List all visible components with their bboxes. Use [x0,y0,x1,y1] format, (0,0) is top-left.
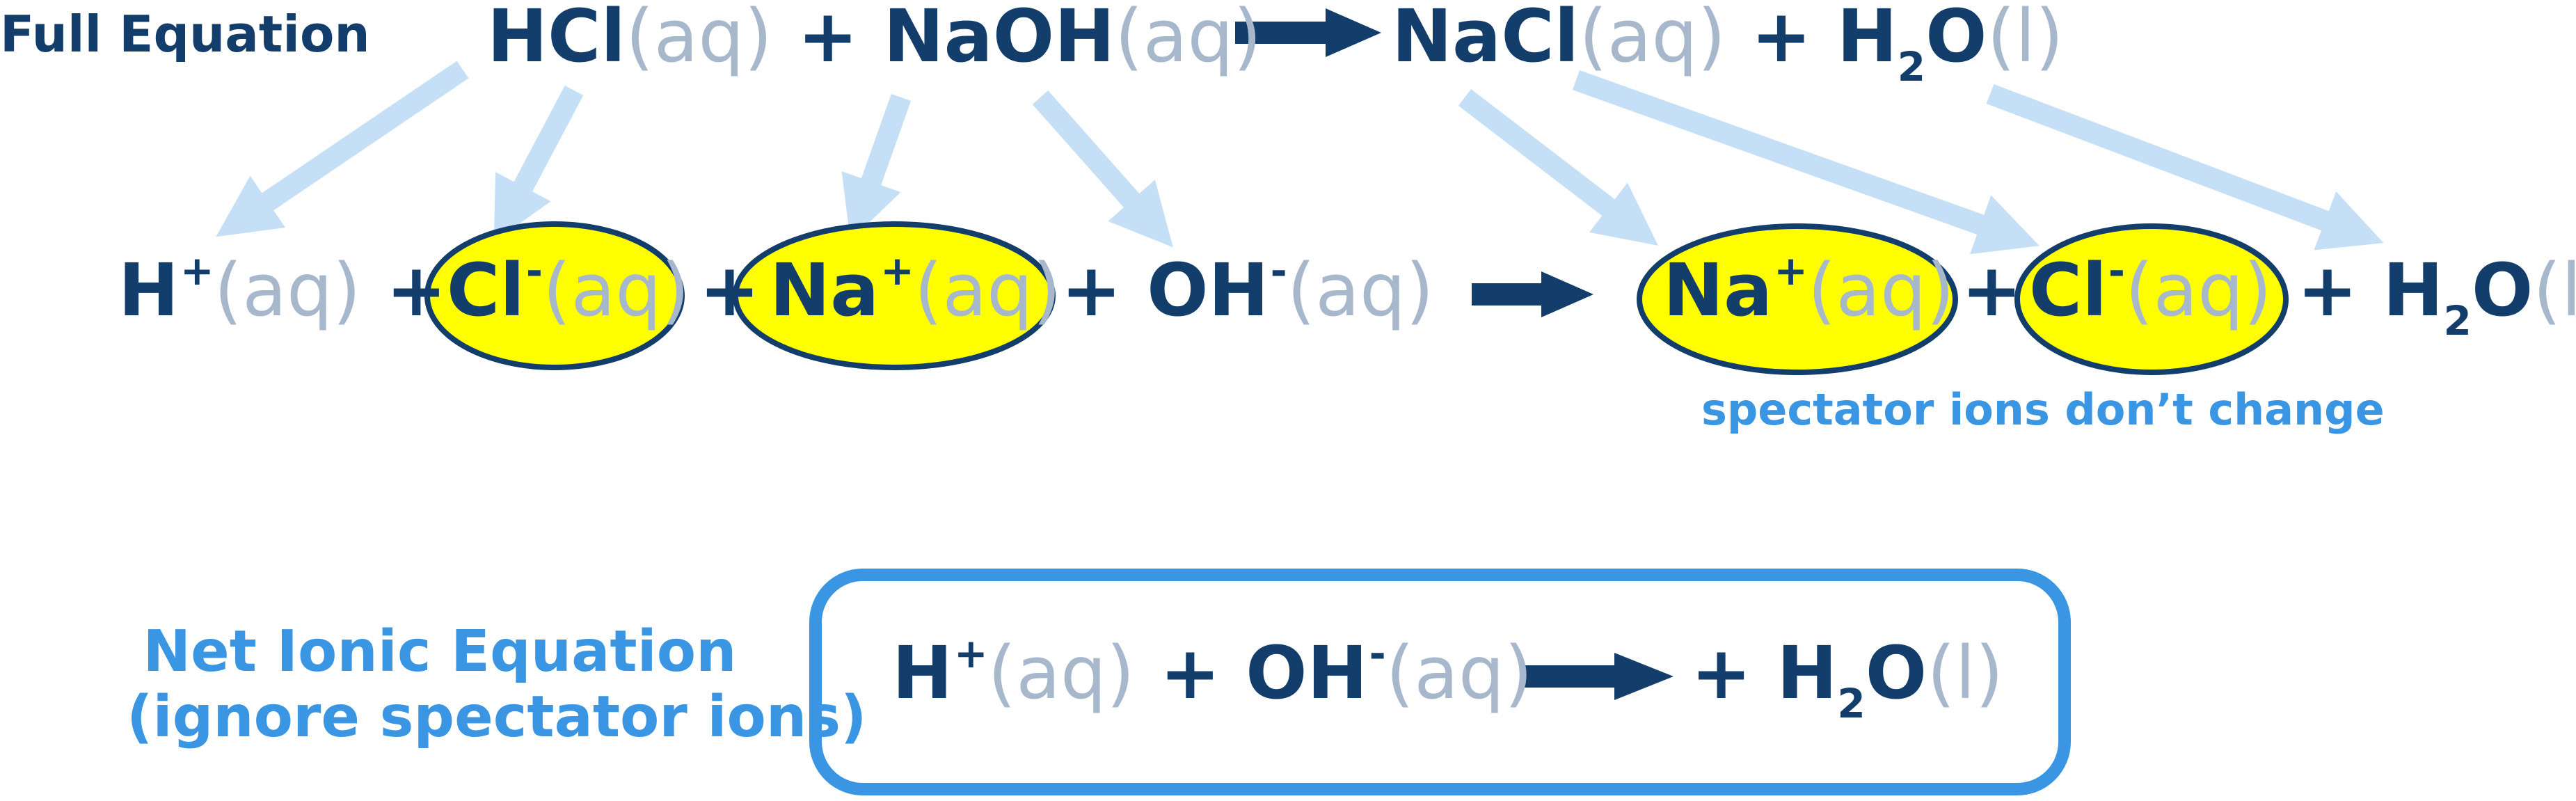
ion-oh: OH- [1147,248,1287,333]
ion-oh-symbol: OH [1147,248,1269,333]
water-h: H [2383,248,2444,333]
reactant-hcl: HCl [487,0,626,79]
ion-h-symbol: H [892,631,953,715]
water-subscript: 2 [1897,43,1926,90]
ion-na: Na+ [770,248,914,333]
spectator-ions-note: spectator ions don’t change [1701,384,2385,435]
water-o: O [1925,0,1987,79]
product-nacl: NaCl [1392,0,1580,79]
ionic-equation-reactants: H+(aq) +Cl-(aq)+Na+(aq)+ OH-(aq) [118,251,1434,326]
ion-oh-charge: - [1270,247,1287,294]
plus-sign: + [1060,248,1122,333]
ion-cl-charge: - [525,247,543,294]
state-aq: (aq) [1287,248,1434,333]
plus-sign: + [2297,248,2358,333]
plus-sign: + [797,0,859,79]
state-aq: (aq) [542,248,690,333]
arrow-hcl-to-cl [493,85,584,242]
ion-oh-symbol: OH [1246,631,1368,715]
ion-na: Na+ [1663,248,1808,333]
state-aq: (aq) [914,248,1061,333]
spectator-ellipse-na-left [733,221,1056,370]
spectator-ellipse-cl-right [2014,223,2289,375]
ion-h: H+ [118,248,214,333]
plus-sign: + [1961,248,2022,333]
net-ionic-subtitle: (ignore spectator ions) [127,684,867,751]
ion-cl-symbol: Cl [2028,248,2107,333]
state-aq: (aq) [1579,0,1726,79]
reaction-arrow-ionic [1472,271,1593,317]
water-h: H [1776,631,1838,715]
ion-cl-charge: - [2108,247,2125,294]
ion-na-charge: + [1774,247,1808,294]
ion-h: H+ [892,631,988,715]
state-aq: (aq) [214,248,361,333]
water: H2O [2383,248,2534,341]
full-equation-products: NaCl(aq) + H2O(l) [1392,0,2064,87]
plus-sign: + [1751,0,1812,79]
state-aq: (aq) [1115,0,1262,79]
water-o: O [1865,631,1927,715]
ion-cl: Cl- [447,248,543,333]
ionic-equation-products: Na+(aq)+Cl-(aq) + H2O(l) [1663,251,2576,341]
full-equation: HCl(aq) + NaOH(aq) [487,0,1262,72]
ion-cl: Cl- [2029,248,2125,333]
state-l: (l) [1987,0,2064,79]
plus-sign: + [1691,631,1752,715]
ion-na-symbol: Na [770,248,880,333]
ion-na-symbol: Na [1663,248,1773,333]
net-ionic-label: Net Ionic Equation (ignore spectator ion… [127,619,867,751]
water-h: H [1836,0,1898,79]
water-subscript: 2 [2443,297,2472,344]
arrow-nacl-to-na [1458,89,1658,246]
ion-oh-charge: - [1369,630,1386,677]
ion-h-charge: + [180,247,214,294]
water: H2O [1776,631,1927,724]
state-aq: (aq) [987,631,1135,715]
ion-cl-symbol: Cl [446,248,525,333]
ion-h-charge: + [954,630,988,677]
state-aq: (aq) [2124,248,2272,333]
water-o: O [2471,248,2534,333]
arrow-nacl-to-cl [1572,70,2040,255]
spectator-ellipse-cl-left [424,221,685,370]
net-ionic-reactants: H+(aq) + OH-(aq) [892,633,1533,709]
full-equation-label: Full Equation [0,5,370,63]
ion-na-charge: + [880,247,914,294]
reaction-arrow-net [1524,653,1673,700]
plus-sign: + [699,248,761,333]
arrow-h2o-to-h2o [1986,84,2384,251]
net-ionic-title: Net Ionic Equation [143,619,737,685]
arrow-hcl-to-h [216,61,469,237]
net-ionic-products: + H2O(l) [1691,637,2003,724]
plus-sign: + [385,248,447,333]
plus-sign: + [1159,631,1221,715]
net-equation-box [809,569,2071,795]
reactant-naoh: NaOH [883,0,1115,79]
arrow-naoh-to-na [841,93,912,241]
reaction-arrow-full [1235,8,1381,57]
ion-oh: OH- [1246,631,1386,715]
state-aq: (aq) [1807,248,1955,333]
state-aq: (aq) [626,0,772,79]
ion-h-symbol: H [118,248,180,333]
product-water: H2O [1836,0,1987,87]
arrow-naoh-to-oh [1032,90,1173,248]
state-l: (l) [2533,248,2576,333]
water-subscript: 2 [1837,680,1866,727]
state-aq: (aq) [1385,631,1533,715]
spectator-ellipse-na-right [1637,223,1958,375]
state-l: (l) [1927,631,2004,715]
